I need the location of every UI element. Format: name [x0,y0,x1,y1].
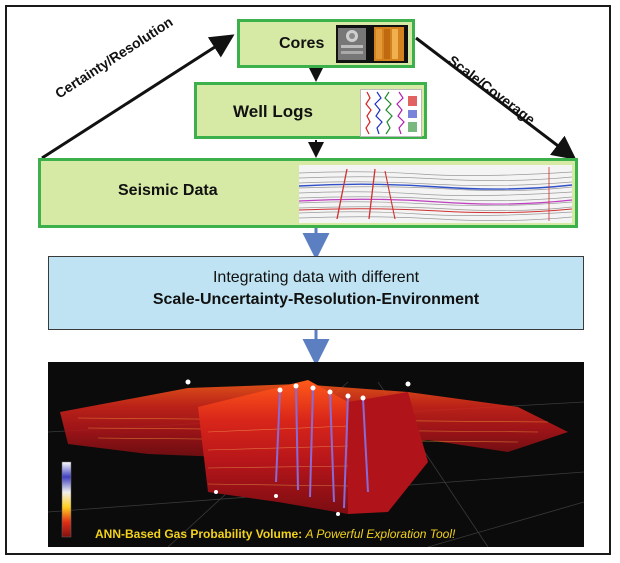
well-logs-box: Well Logs [194,82,427,139]
right-diagonal-arrow [415,36,577,160]
seismic-section-image [299,165,572,223]
core-sample-image [336,25,408,63]
caption-bold-text: ANN-Based Gas Probability Volume: [95,527,303,541]
cores-label: Cores [279,35,325,52]
volume-caption: ANN-Based Gas Probability Volume: A Powe… [95,527,455,541]
integration-line-1: Integrating data with different [212,269,420,286]
well-log-graphic [365,91,417,135]
gas-probability-volume-panel [48,362,584,547]
seismic-box: Seismic Data [38,158,578,228]
left-diagonal-arrow [41,34,235,160]
cores-box: Cores [237,19,415,68]
caption-italic-text: A Powerful Exploration Tool! [305,527,456,541]
integration-box: Integrating data with different Scale-Un… [48,256,584,330]
well-log-image [360,89,422,137]
seismic-label: Seismic Data [118,182,218,199]
seismic-section-graphic [299,167,572,221]
well-logs-label: Well Logs [233,102,313,121]
gas-probability-volume-graphic [48,379,584,547]
core-sample-graphic [338,27,404,61]
integration-line-2: Scale-Uncertainty-Resolution-Environment [152,291,480,308]
